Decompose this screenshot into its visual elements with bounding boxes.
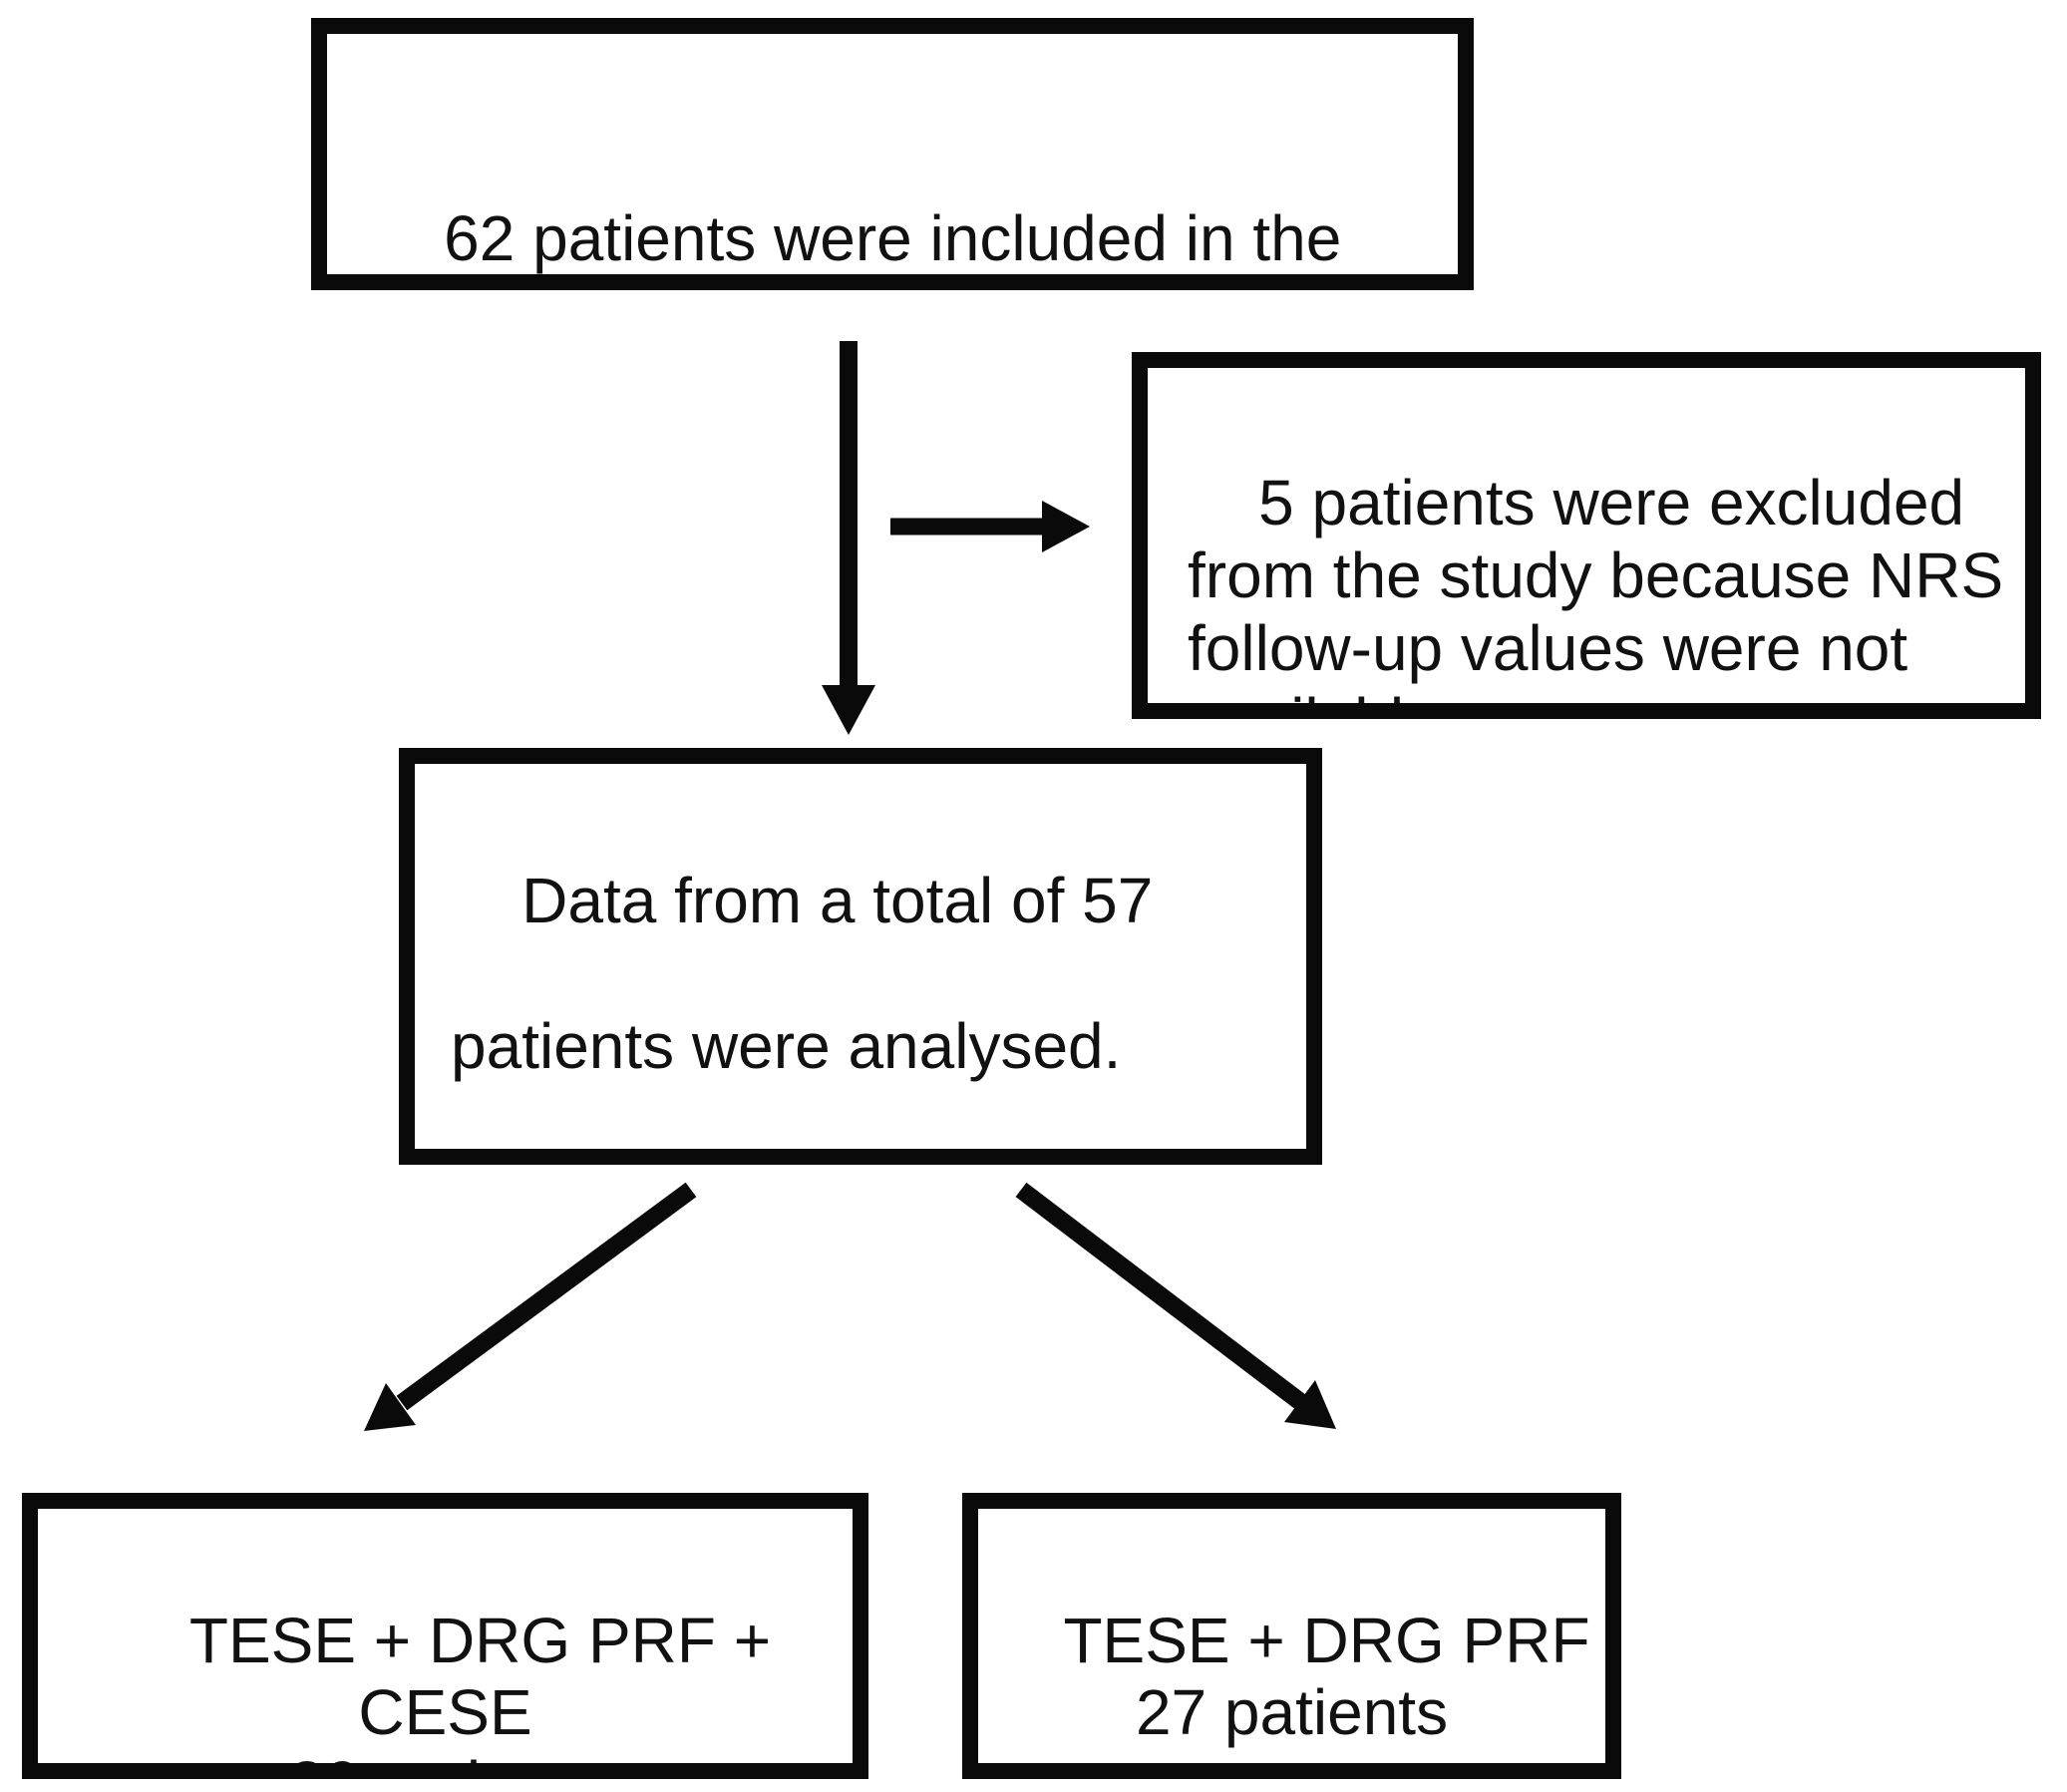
node-included-text: 62 patients were included in the study <box>444 202 1342 274</box>
node-excluded-text: 5 patients were excluded from the study … <box>1188 467 2004 703</box>
arrow-down-icon <box>822 341 875 735</box>
node-excluded-box: 5 patients were excluded from the study … <box>1132 352 2041 719</box>
node-analysed-box: Data from a total of 57 patients were an… <box>399 748 1322 1165</box>
arrow-right-icon <box>890 501 1090 552</box>
arrow-diagonal-left-icon <box>364 1182 697 1431</box>
node-group-tese-drg-prf-cese-text: TESE + DRG PRF + CESE 30 patients <box>188 1605 772 1763</box>
node-analysed-text: Data from a total of 57 patients were an… <box>451 865 1154 1082</box>
node-group-tese-drg-prf-cese-box: TESE + DRG PRF + CESE 30 patients <box>22 1493 868 1779</box>
node-included-box: 62 patients were included in the study <box>311 18 1474 290</box>
node-group-tese-drg-prf-text: TESE + DRG PRF 27 patients <box>1063 1605 1590 1748</box>
node-group-tese-drg-prf-box: TESE + DRG PRF 27 patients <box>962 1493 1621 1779</box>
arrow-diagonal-right-icon <box>1015 1182 1336 1429</box>
